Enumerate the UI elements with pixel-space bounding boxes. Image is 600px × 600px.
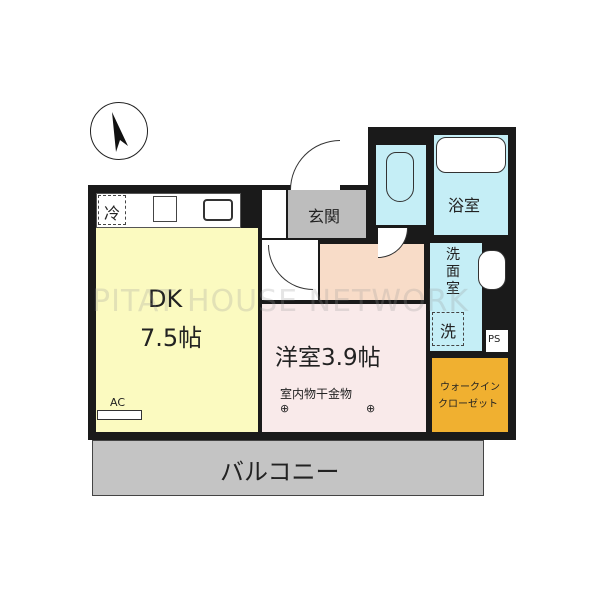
drying-hook-icon: ⊕	[366, 402, 376, 415]
room-hall	[320, 244, 424, 300]
room-closet	[432, 358, 508, 432]
bathtub	[436, 137, 506, 173]
dk-label: DK	[148, 285, 183, 313]
drying-hardware-label: 室内物干金物	[280, 387, 353, 401]
washbasin	[478, 250, 506, 290]
dk-size-label: 7.5帖	[140, 324, 203, 352]
ps-label: PS	[488, 334, 501, 345]
western-label: 洋室3.9帖	[275, 345, 381, 371]
ac-unit	[97, 410, 142, 420]
bath-label: 浴室	[448, 196, 481, 215]
washer-label: 洗	[440, 322, 457, 341]
north-arrow-icon	[112, 112, 128, 152]
fridge-space	[98, 195, 126, 225]
balcony	[92, 440, 484, 496]
room-western	[262, 304, 426, 432]
ac-label: AC	[110, 396, 126, 409]
entrance-label: 玄関	[308, 207, 341, 226]
room-entrance	[288, 190, 366, 238]
compass	[90, 102, 148, 160]
toilet-fixture	[386, 152, 414, 202]
stove	[153, 196, 177, 222]
washer-space	[432, 312, 464, 346]
room-washroom	[430, 243, 482, 351]
washroom-label: 洗面室	[446, 247, 460, 297]
closet-label-2: クローゼット	[438, 399, 498, 410]
ps-box	[486, 330, 508, 352]
fridge-label: 冷	[104, 204, 121, 223]
balcony-label: バルコニー	[220, 458, 340, 486]
entry-closet	[262, 190, 286, 238]
entrance-door	[290, 140, 340, 190]
drying-hook-icon: ⊕	[280, 402, 290, 415]
closet-label-1: ウォークイン	[440, 382, 500, 393]
watermark: PITAT HOUSE NETWORK	[92, 284, 470, 319]
room-dk	[96, 228, 258, 432]
sink	[203, 199, 233, 221]
